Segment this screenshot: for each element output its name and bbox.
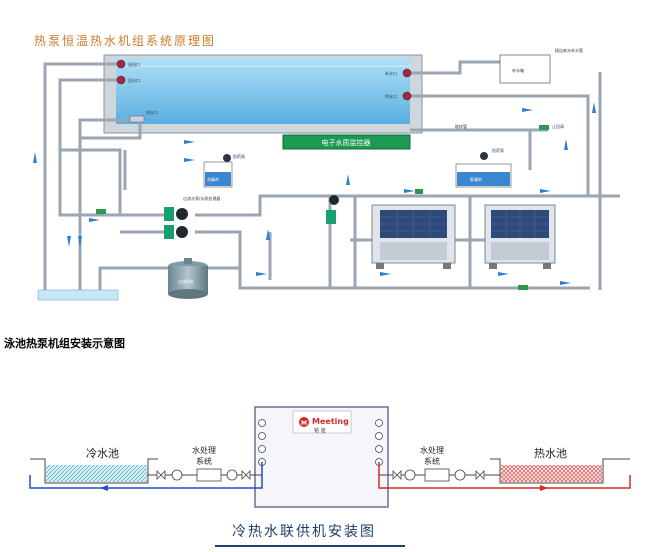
makeup-note: 接自来水补水管	[555, 47, 583, 53]
hot-side-components	[392, 468, 485, 482]
hot-pool-label: 热水池	[534, 447, 567, 460]
brand-chinese: 铭 迪	[314, 427, 326, 434]
drain-label: 排水口	[146, 109, 158, 115]
flow-arrows	[33, 102, 596, 285]
balance-tank	[37, 289, 119, 301]
water-treatment-right-2: 系统	[424, 456, 440, 466]
dosing-tank-right	[455, 152, 512, 188]
heat-pump-unit-right	[484, 204, 556, 269]
cold-pool-label: 冷水池	[86, 447, 119, 460]
sand-filter-label: 过滤砂缸	[178, 278, 194, 284]
cold-hot-combo-unit: M	[254, 406, 389, 508]
tank-right-label: 絮凝剂	[470, 176, 482, 182]
pump-note: 过滤水泵/水质处理器	[183, 195, 220, 201]
sand-filter	[168, 258, 208, 299]
cold-hot-water-diagram: M Meeting 铭 迪 冷水池 热水池 水处理 系统	[29, 406, 631, 508]
dosing-pump-label-right: 投药泵	[492, 147, 504, 153]
dosing-tank-left	[203, 154, 233, 188]
controller-label: 电子水质监控器	[322, 138, 371, 147]
water-treatment-left-2: 系统	[196, 456, 212, 466]
valves	[96, 125, 549, 290]
pool-inlet-fittings	[116, 59, 412, 123]
makeup-water-tank	[499, 54, 551, 84]
water-treatment-right-1: 水处理	[420, 445, 444, 455]
tank-left-label: 消毒剂	[207, 176, 219, 182]
brand-name: Meeting	[312, 417, 349, 426]
inlet-label-1: 溢流口	[128, 61, 140, 67]
makeup-tank-label: 补水箱	[512, 67, 524, 73]
top-diagram-title: 热泵恒温热水机组系统原理图	[34, 34, 217, 48]
water-quality-controller	[282, 134, 411, 150]
swimming-pool	[103, 54, 423, 134]
bottom-diagram-title: 冷热水联供机安装图	[232, 524, 376, 540]
cold-pool	[30, 458, 158, 484]
title-underline	[215, 545, 405, 547]
circulation-pumps	[164, 195, 339, 239]
pool-heat-pump-diagram: 溢流口 回水口 补水口 供水口 排水口 补水箱 接自来水补水管 电子水质监控器 …	[33, 47, 620, 301]
dosing-pump-label-left: 投药泵	[233, 153, 245, 159]
right-inlet-label-1: 补水口	[385, 70, 397, 76]
heat-pump-unit-left	[371, 204, 456, 269]
inlet-label-2: 回水口	[128, 77, 140, 83]
right-inlet-label-2: 供水口	[385, 93, 397, 99]
svg-text:M: M	[301, 420, 307, 427]
sampling-pipe-label: 取样管	[455, 123, 467, 129]
cold-side-components	[156, 468, 251, 482]
pipe-network	[43, 60, 620, 290]
installation-heading: 泳池热泵机组安装示意图	[4, 337, 125, 350]
water-treatment-left-1: 水处理	[192, 445, 216, 455]
hot-pool	[490, 458, 630, 484]
check-valve-label: 止回阀	[552, 123, 564, 129]
